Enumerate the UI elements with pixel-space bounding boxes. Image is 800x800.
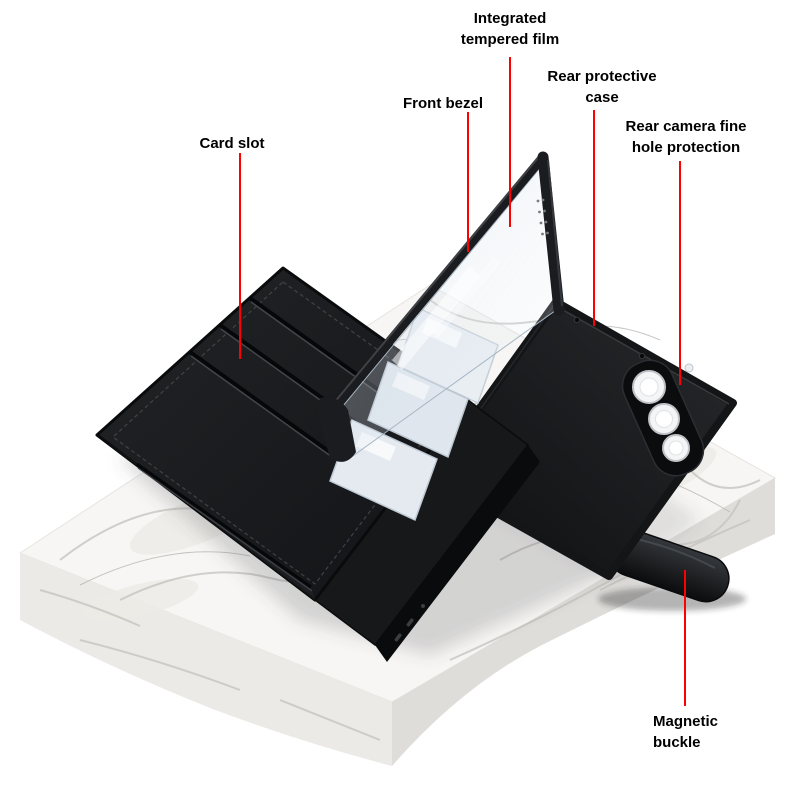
folio-cover — [95, 266, 470, 602]
bezel-right-bar — [537, 151, 565, 316]
annotation-label-integrated-tempered-film: Integrated tempered film — [461, 8, 559, 50]
label-line: Card slot — [199, 135, 265, 152]
bezel-top-rail — [329, 152, 548, 413]
annotation-line-magnetic-buckle — [684, 570, 686, 706]
label-line: Rear camera fine — [625, 118, 747, 135]
annotation-line-rear-protective-case — [593, 110, 595, 326]
film-reflections — [392, 257, 500, 370]
label-line: buckle — [653, 734, 701, 751]
screw-holes — [573, 316, 646, 360]
label-line: Rear protective — [547, 68, 657, 85]
annotation-label-card-slot: Card slot — [199, 133, 264, 154]
camera-lenses — [632, 363, 694, 462]
card-slots — [188, 296, 400, 463]
bezel-corner-piece — [317, 397, 356, 462]
label-line: tempered film — [460, 31, 560, 48]
annotation-line-rear-camera-fine-hole-protection — [679, 161, 681, 385]
speaker-grille — [536, 198, 549, 236]
annotation-label-front-bezel: Front bezel — [403, 93, 483, 114]
front-bezel-frame — [317, 151, 565, 462]
annotation-line-card-slot — [239, 153, 241, 359]
label-line: Integrated — [473, 10, 547, 27]
label-line: hole protection — [631, 139, 741, 156]
annotation-label-rear-protective-case: Rear protective case — [547, 66, 656, 108]
rear-protective-case — [427, 298, 737, 580]
flash-hole — [684, 363, 694, 373]
annotation-label-rear-camera-fine-hole-protection: Rear camera fine hole protection — [626, 116, 747, 158]
label-line: case — [585, 89, 619, 106]
annotation-line-integrated-tempered-film — [509, 57, 511, 227]
case-spine — [313, 398, 540, 662]
port-details — [394, 604, 425, 642]
label-line: Front bezel — [402, 95, 484, 112]
cash-pocket — [97, 435, 315, 600]
annotation-line-front-bezel — [467, 112, 469, 252]
label-line: Magnetic — [653, 713, 719, 730]
annotation-label-magnetic-buckle: Magnetic buckle — [653, 711, 718, 753]
